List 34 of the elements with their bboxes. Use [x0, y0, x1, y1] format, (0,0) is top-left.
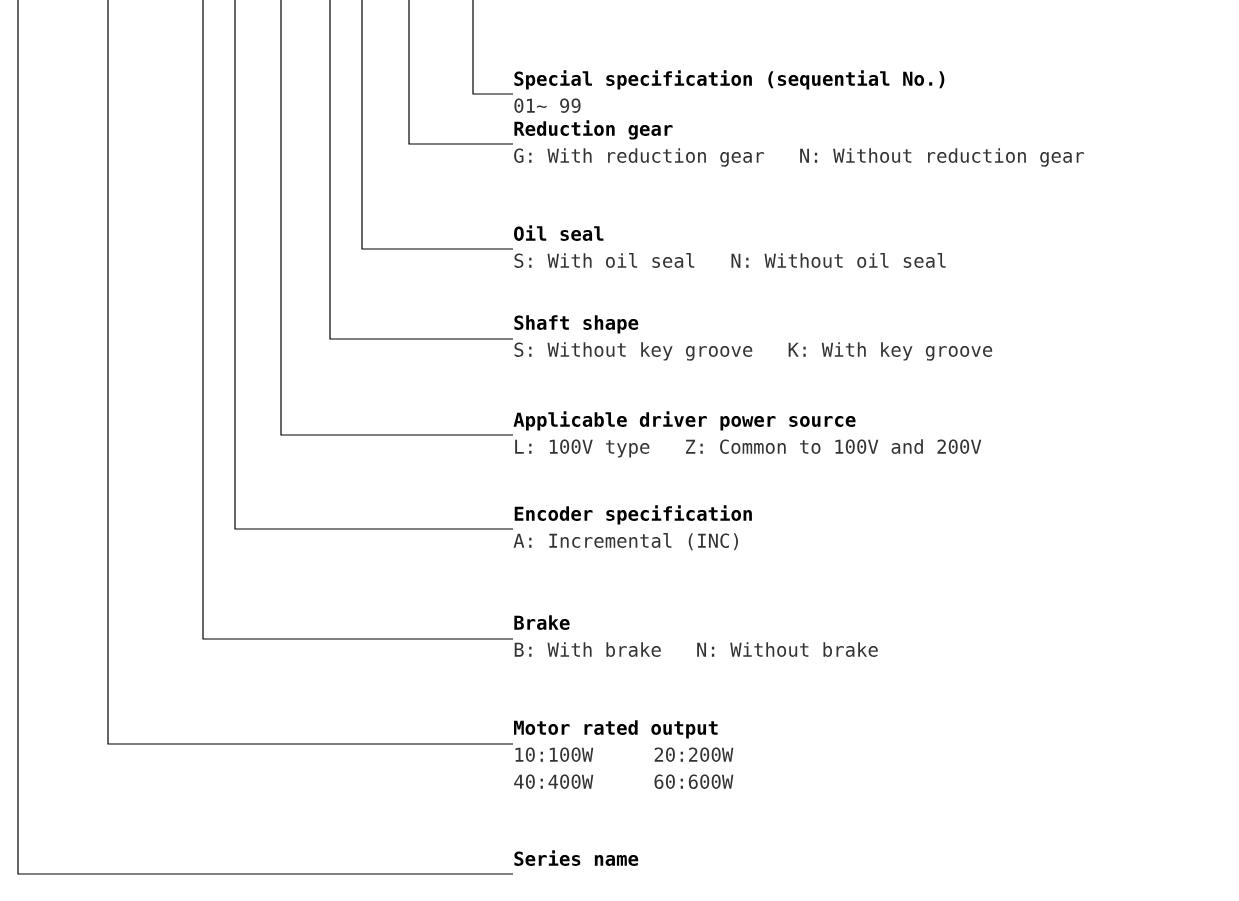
option-text: 01~ 99: [514, 98, 581, 113]
heading: Oil seal: [514, 225, 604, 241]
heading: Applicable driver power source: [513, 411, 856, 431]
leader-line: [202, 0, 514, 640]
leader-line: [234, 0, 514, 530]
leader-line: [408, 0, 514, 145]
leader-line: [280, 0, 514, 436]
leader-line: [17, 0, 514, 875]
option-text: K: With key groove: [788, 342, 993, 361]
option-text: N: Without oil seal: [731, 253, 946, 268]
option-text: 60:600W: [654, 774, 734, 789]
option-text: A: Incremental (INC): [513, 533, 738, 551]
heading: Shaft shape: [514, 315, 639, 334]
heading: Motor rated output: [514, 720, 718, 739]
option-text: N: Without brake: [697, 642, 878, 657]
option-text: Z: Common to 100V and 200V: [685, 439, 982, 454]
option-text: G: With reduction gear: [514, 148, 765, 167]
leader-line: [361, 0, 514, 250]
leader-line: [107, 0, 514, 745]
heading: Encoder specification: [514, 505, 752, 525]
heading: Reduction gear: [514, 120, 673, 140]
option-text: 20:200W: [654, 747, 734, 762]
option-text: S: Without key groove: [514, 342, 753, 361]
option-text: 10:100W: [515, 747, 594, 762]
option-text: 40:400W: [514, 774, 594, 789]
heading: Series name: [514, 850, 639, 866]
leader-line: [472, 0, 514, 95]
option-text: N: Without reduction gear: [800, 148, 1085, 167]
option-text: L: 100V type: [515, 439, 650, 458]
option-text: B: With brake: [514, 642, 661, 657]
option-text: S: With oil seal: [514, 253, 695, 268]
heading: Special specification (sequential No.): [514, 70, 945, 90]
leader-line: [329, 0, 514, 340]
heading: Brake: [514, 615, 570, 630]
